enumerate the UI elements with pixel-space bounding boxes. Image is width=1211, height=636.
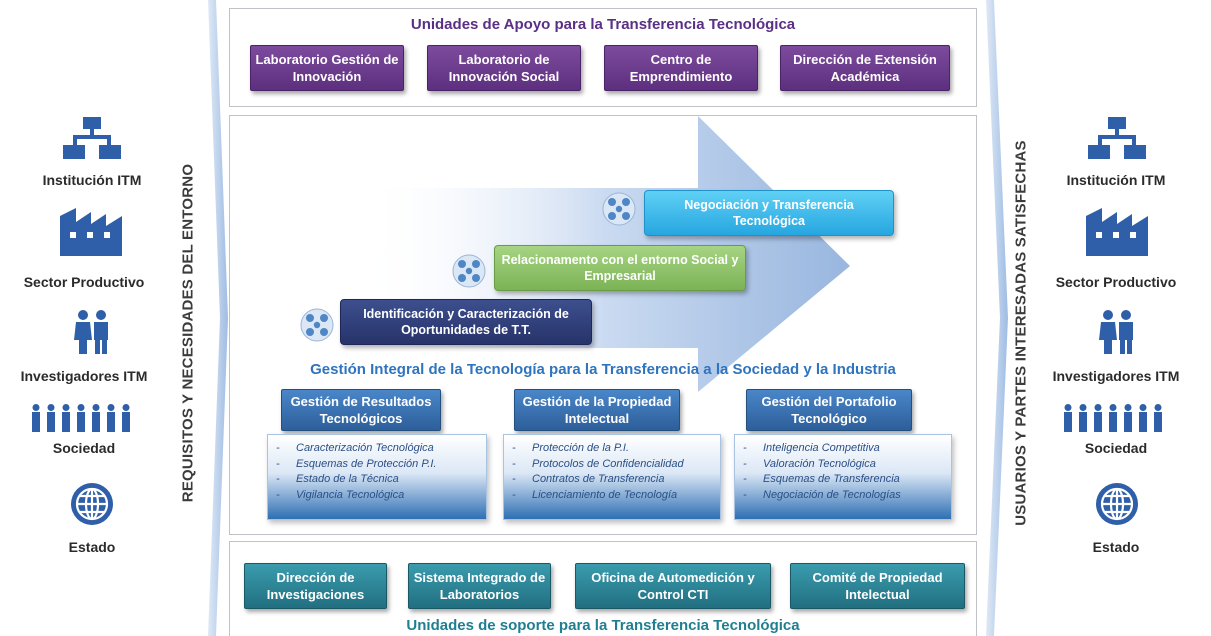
unit-direccion-extension[interactable]: Dirección de Extensión Académica <box>780 45 950 91</box>
unit-comite-propiedad[interactable]: Comité de Propiedad Intelectual <box>790 563 965 609</box>
unit-lab-innovacion-social[interactable]: Laboratorio de Innovación Social <box>427 45 581 91</box>
entity-label: Sociedad <box>52 440 116 456</box>
list-item: -Protocolos de Confidencialidad <box>512 457 684 470</box>
entity-label: Investigadores ITM <box>20 368 148 384</box>
globe-icon <box>71 483 113 525</box>
globe-icon <box>1096 483 1138 525</box>
list-item: -Protección de la P.I. <box>512 442 630 454</box>
step-negociacion[interactable]: Negociación y Transferencia Tecnológica <box>644 190 894 236</box>
entity-label: Estado <box>68 539 116 555</box>
puzzle-globe-icon <box>602 192 636 226</box>
entity-label: Sector Productivo <box>1055 274 1177 290</box>
people-pair-icon <box>74 310 108 354</box>
entity-label: Sector Productivo <box>23 274 145 290</box>
unit-oficina-automedicion[interactable]: Oficina de Automedición y Control CTI <box>575 563 771 609</box>
list-item: -Negociación de Tecnologías <box>743 488 901 501</box>
entity-label: Investigadores ITM <box>1052 368 1180 384</box>
col-gestion-resultados[interactable]: Gestión de Resultados Tecnológicos <box>281 389 441 431</box>
crowd-icon <box>32 404 130 432</box>
integral-management-panel: Negociación y Transferencia Tecnológica … <box>229 115 977 535</box>
left-flow-arrow <box>208 0 228 636</box>
crowd-icon <box>1064 404 1162 432</box>
list-item: -Contratos de Transferencia <box>512 473 665 485</box>
step-relacionamiento[interactable]: Relacionamento con el entorno Social y E… <box>494 245 746 291</box>
list-propiedad-intelectual: -Protección de la P.I. -Protocolos de Co… <box>503 434 721 520</box>
entity-label: Institución ITM <box>42 172 142 188</box>
org-chart-icon <box>63 117 121 159</box>
list-item: -Esquemas de Transferencia <box>743 473 900 485</box>
soporte-units-panel: Dirección de Investigaciones Sistema Int… <box>229 541 977 636</box>
puzzle-globe-icon <box>300 308 334 342</box>
list-item: -Inteligencia Competitiva <box>743 442 880 454</box>
unit-centro-emprendimiento[interactable]: Centro de Emprendimiento <box>604 45 758 91</box>
step-identificacion[interactable]: Identificación y Caracterización de Opor… <box>340 299 592 345</box>
list-item: -Estado de la Técnica <box>276 473 399 485</box>
right-vertical-label: USUARIOS Y PARTES INTERESADAS SATISFECHA… <box>1012 140 1030 526</box>
factory-icon <box>60 208 122 256</box>
left-vertical-label: REQUISITOS Y NECESIDADES DEL ENTORNO <box>179 163 197 503</box>
soporte-units-title: Unidades de soporte para la Transferenci… <box>406 617 800 634</box>
integral-management-title: Gestión Integral de la Tecnología para l… <box>310 361 896 378</box>
entity-label: Sociedad <box>1084 440 1148 456</box>
list-item: -Vigilancia Tecnológica <box>276 488 405 501</box>
list-item: -Esquemas de Protección P.I. <box>276 457 437 470</box>
col-propiedad-intelectual[interactable]: Gestión de la Propiedad Intelectual <box>514 389 680 431</box>
entity-label: Institución ITM <box>1066 172 1166 188</box>
list-gestion-resultados: -Caracterización Tecnológica -Esquemas d… <box>267 434 487 520</box>
unit-direccion-investigaciones[interactable]: Dirección de Investigaciones <box>244 563 387 609</box>
right-flow-arrow <box>986 0 1008 636</box>
puzzle-globe-icon <box>452 254 486 288</box>
list-item: -Valoración Tecnológica <box>743 457 876 470</box>
support-units-title: Unidades de Apoyo para la Transferencia … <box>410 16 796 33</box>
unit-sistema-laboratorios[interactable]: Sistema Integrado de Laboratorios <box>408 563 551 609</box>
col-portafolio-tecnologico[interactable]: Gestión del Portafolio Tecnológico <box>746 389 912 431</box>
list-item: -Licenciamiento de Tecnología <box>512 488 678 501</box>
entity-label: Estado <box>1092 539 1140 555</box>
people-pair-icon <box>1099 310 1133 354</box>
unit-lab-gestion-innovacion[interactable]: Laboratorio Gestión de Innovación <box>250 45 404 91</box>
list-item: -Caracterización Tecnológica <box>276 442 434 454</box>
factory-icon <box>1086 208 1148 256</box>
org-chart-icon <box>1088 117 1146 159</box>
list-portafolio-tecnologico: -Inteligencia Competitiva -Valoración Te… <box>734 434 952 520</box>
support-units-panel: Unidades de Apoyo para la Transferencia … <box>229 8 977 107</box>
